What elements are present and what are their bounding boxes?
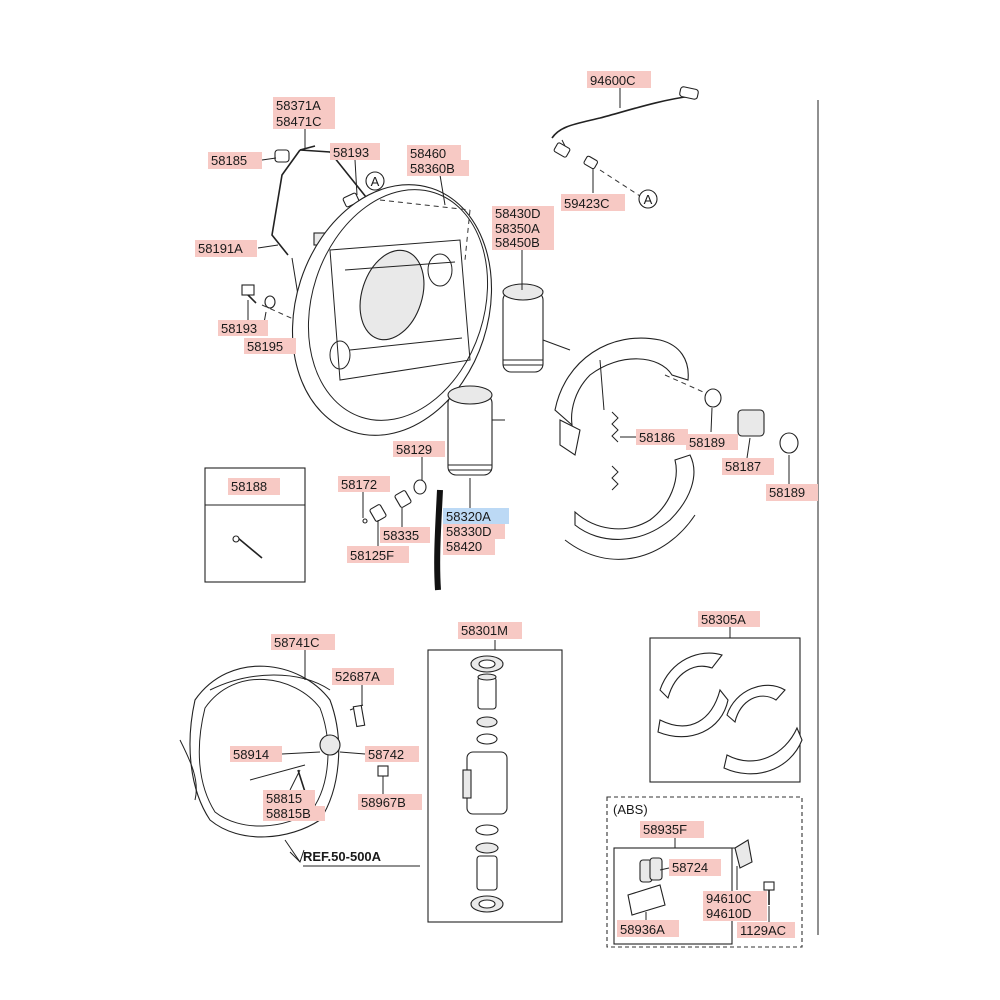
brake-shoe-set-box [649, 637, 803, 783]
bleeder-cap-58185 [274, 149, 290, 163]
abs-sensor-kit-box [606, 796, 803, 948]
label-58129[interactable]: 58129 [396, 442, 432, 457]
hold-down-spring-set [664, 374, 799, 454]
pin-kit-box-58188 [204, 467, 306, 583]
label-58186[interactable]: 58186 [639, 430, 675, 445]
label-58189-upper[interactable]: 58189 [689, 435, 725, 450]
label-58195[interactable]: 58195 [247, 339, 283, 354]
label-58191A[interactable]: 58191A [198, 241, 243, 256]
shoe-return-springs [611, 411, 619, 491]
label-58914[interactable]: 58914 [233, 747, 269, 762]
label-58371A[interactable]: 58371A [276, 98, 321, 113]
label-58360B[interactable]: 58360B [410, 161, 455, 176]
wheel-cylinder-lower [434, 385, 505, 591]
label-58815B[interactable]: 58815B [266, 806, 311, 821]
label-58430D[interactable]: 58430D [495, 206, 541, 221]
part-labels: 94600C 58371A 58471C 58185 58193 58460 5… [195, 71, 818, 938]
svg-text:A: A [371, 174, 380, 189]
label-58172[interactable]: 58172 [341, 477, 377, 492]
reference-marker-a-1: A [365, 171, 385, 191]
label-58185[interactable]: 58185 [211, 153, 247, 168]
label-58193-lower[interactable]: 58193 [221, 321, 257, 336]
mounting-bolt-and-washer [241, 284, 301, 323]
label-58305A[interactable]: 58305A [701, 612, 746, 627]
label-58471C[interactable]: 58471C [276, 114, 322, 129]
label-58193-upper[interactable]: 58193 [333, 145, 369, 160]
label-94610D[interactable]: 94610D [706, 906, 752, 921]
label-ref-50-500A[interactable]: REF.50-500A [303, 849, 382, 864]
label-58330D[interactable]: 58330D [446, 524, 492, 539]
rear-drum-assembly [179, 665, 389, 863]
bleeder-screw-set [362, 479, 427, 524]
label-58724[interactable]: 58724 [672, 860, 708, 875]
wheel-speed-sensor-cable [551, 86, 699, 197]
label-52687A[interactable]: 52687A [335, 669, 380, 684]
label-58935F[interactable]: 58935F [643, 822, 687, 837]
label-58335[interactable]: 58335 [383, 528, 419, 543]
label-58320A[interactable]: 58320A [446, 509, 491, 524]
label-58125F[interactable]: 58125F [350, 548, 394, 563]
reference-marker-a-2: A [638, 189, 658, 209]
label-1129AC[interactable]: 1129AC [740, 923, 786, 938]
label-58420[interactable]: 58420 [446, 539, 482, 554]
label-58815[interactable]: 58815 [266, 791, 302, 806]
label-abs: (ABS) [613, 802, 648, 817]
wheel-cylinder-kit-box [427, 649, 563, 923]
brake-shoe-lower [564, 454, 696, 560]
label-59423C[interactable]: 59423C [564, 196, 610, 211]
label-58189-lower[interactable]: 58189 [769, 485, 805, 500]
label-58350A[interactable]: 58350A [495, 221, 540, 236]
label-58936A[interactable]: 58936A [620, 922, 665, 937]
label-58301M[interactable]: 58301M [461, 623, 508, 638]
label-58188[interactable]: 58188 [231, 479, 267, 494]
label-58460[interactable]: 58460 [410, 146, 446, 161]
brake-backing-plate [291, 184, 493, 436]
label-58741C[interactable]: 58741C [274, 635, 320, 650]
label-58187[interactable]: 58187 [725, 459, 761, 474]
wheel-cylinder-upper [502, 283, 571, 373]
label-94610C[interactable]: 94610C [706, 891, 752, 906]
brake-shoe-upper [554, 337, 689, 456]
svg-text:A: A [644, 192, 653, 207]
label-58967B[interactable]: 58967B [361, 795, 406, 810]
label-58742[interactable]: 58742 [368, 747, 404, 762]
label-58450B[interactable]: 58450B [495, 235, 540, 250]
label-94600C[interactable]: 94600C [590, 73, 636, 88]
